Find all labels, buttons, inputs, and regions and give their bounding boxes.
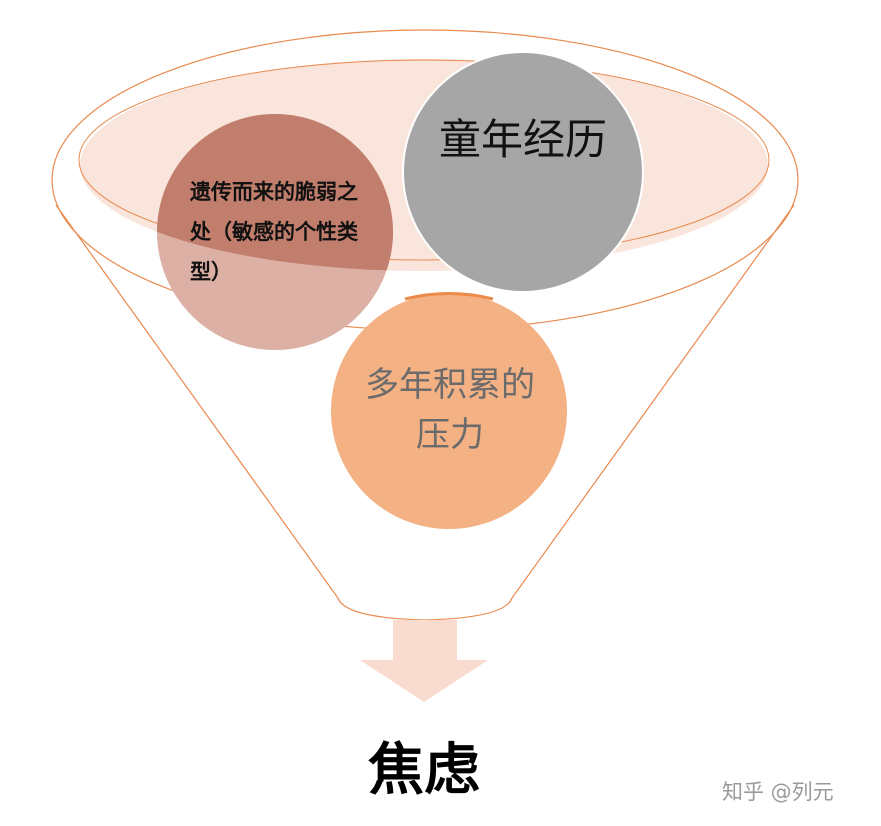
stress-circle-top-edge <box>404 292 494 301</box>
anxiety-result-label: 焦虑 <box>368 738 480 803</box>
accumulated-stress-circle <box>331 293 567 529</box>
genetic-vulnerability-circle-inner <box>157 114 393 271</box>
funnel-inner-rim <box>78 59 770 261</box>
childhood-experience-label: 童年经历 <box>438 115 607 164</box>
childhood-experience-circle <box>402 51 644 293</box>
down-arrow-icon <box>360 620 488 702</box>
accumulated-stress-label: 多年积累的压力 <box>365 365 535 455</box>
genetic-vulnerability-label: 遗传而来的脆弱之处（敏感的个性类型） <box>190 180 358 284</box>
watermark: 知乎 @列元 <box>722 780 834 804</box>
